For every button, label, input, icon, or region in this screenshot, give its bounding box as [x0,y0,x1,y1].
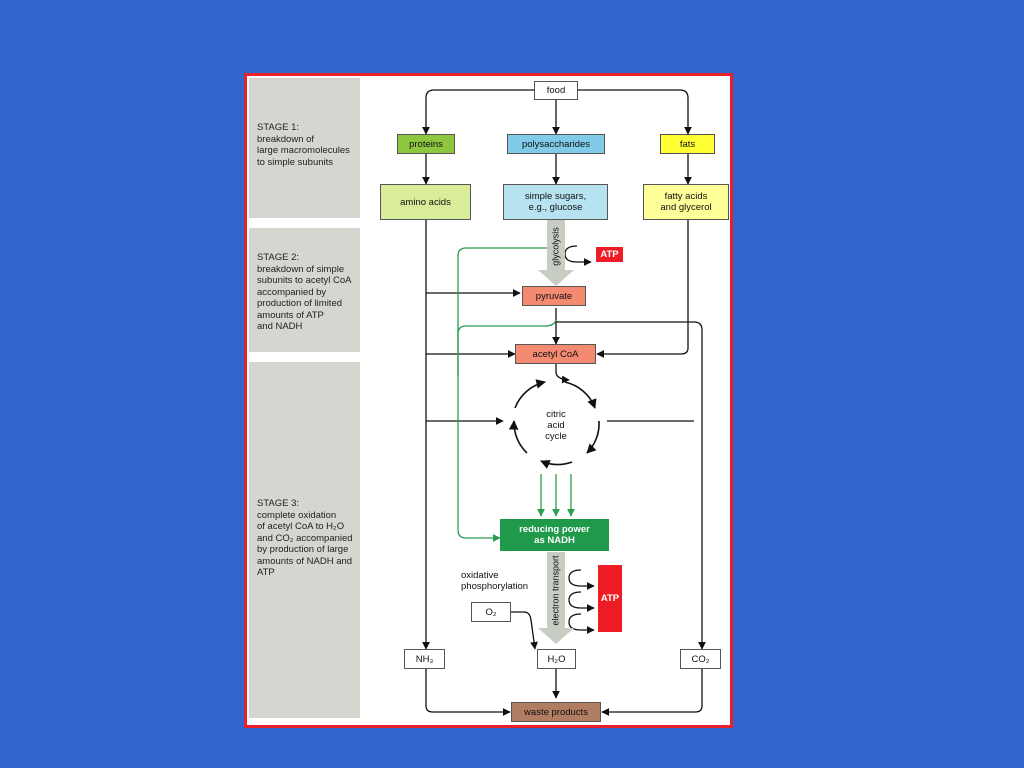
glycolysis-broad-arrow [538,220,574,286]
electron-transport-label: electron transport [550,555,561,626]
atp-small-badge: ATP [596,247,623,262]
h2o-node: H₂O [537,649,576,669]
atp-large-badge: ATP [598,565,622,632]
electron-transport-broad-arrow [538,552,574,644]
stage-1-panel: STAGE 1: breakdown of large macromolecul… [249,78,360,218]
stage-3-text: STAGE 3: complete oxidation of acetyl Co… [257,498,353,578]
nadh-node: reducing power as NADH [500,519,609,551]
fatty-to-acetylcoa-line [596,220,689,358]
fatty-acids-node: fatty acids and glycerol [643,184,729,220]
pathway-connectors [422,89,706,716]
etc-atp-curl-1 [568,569,595,590]
fats-node: fats [660,134,715,154]
etc-atp-curl-2 [568,591,595,612]
citric-cycle-label: citric acid cycle [545,409,567,442]
pyruvate-to-nadh-line [457,319,557,376]
waste-products-node: waste products [511,702,601,722]
amino-acids-node: amino acids [380,184,471,220]
citric-cycle-arrows [508,379,600,469]
co2-to-waste-line [601,669,703,716]
glycolysis-atp-curl [564,245,592,266]
acetylcoa-to-cycle-line [555,364,570,384]
food-to-proteins-line [422,89,534,135]
stage-1-text: STAGE 1: breakdown of large macromolecul… [257,122,350,168]
o2-to-h2o-line [485,611,538,650]
co2-node: CO₂ [680,649,721,669]
polysaccharides-node: polysaccharides [507,134,605,154]
food-to-fats-line [578,89,692,135]
nh3-to-waste-line [425,669,511,716]
acetyl-coa-node: acetyl CoA [515,344,596,364]
nh3-node: NH₃ [404,649,445,669]
etc-atp-curl-3 [568,613,595,634]
simple-sugars-node: simple sugars, e.g., glucose [503,184,608,220]
stage-2-text: STAGE 2: breakdown of simple subunits to… [257,252,352,332]
oxidative-phosphorylation-label: oxidative phosphorylation [461,570,529,592]
o2-node: O₂ [471,602,511,622]
stage-2-panel: STAGE 2: breakdown of simple subunits to… [249,228,360,352]
pyruvate-node: pyruvate [522,286,586,306]
food-node: food [534,81,578,100]
pyruvate-to-co2-line [556,321,706,650]
stage-3-panel: STAGE 3: complete oxidation of acetyl Co… [249,362,360,718]
broad-arrows [538,220,574,644]
glycolysis-label: glycolysis [550,227,561,266]
proteins-node: proteins [397,134,455,154]
glycolysis-to-nadh-line [457,247,547,542]
diagram-frame: STAGE 1: breakdown of large macromolecul… [244,73,733,728]
